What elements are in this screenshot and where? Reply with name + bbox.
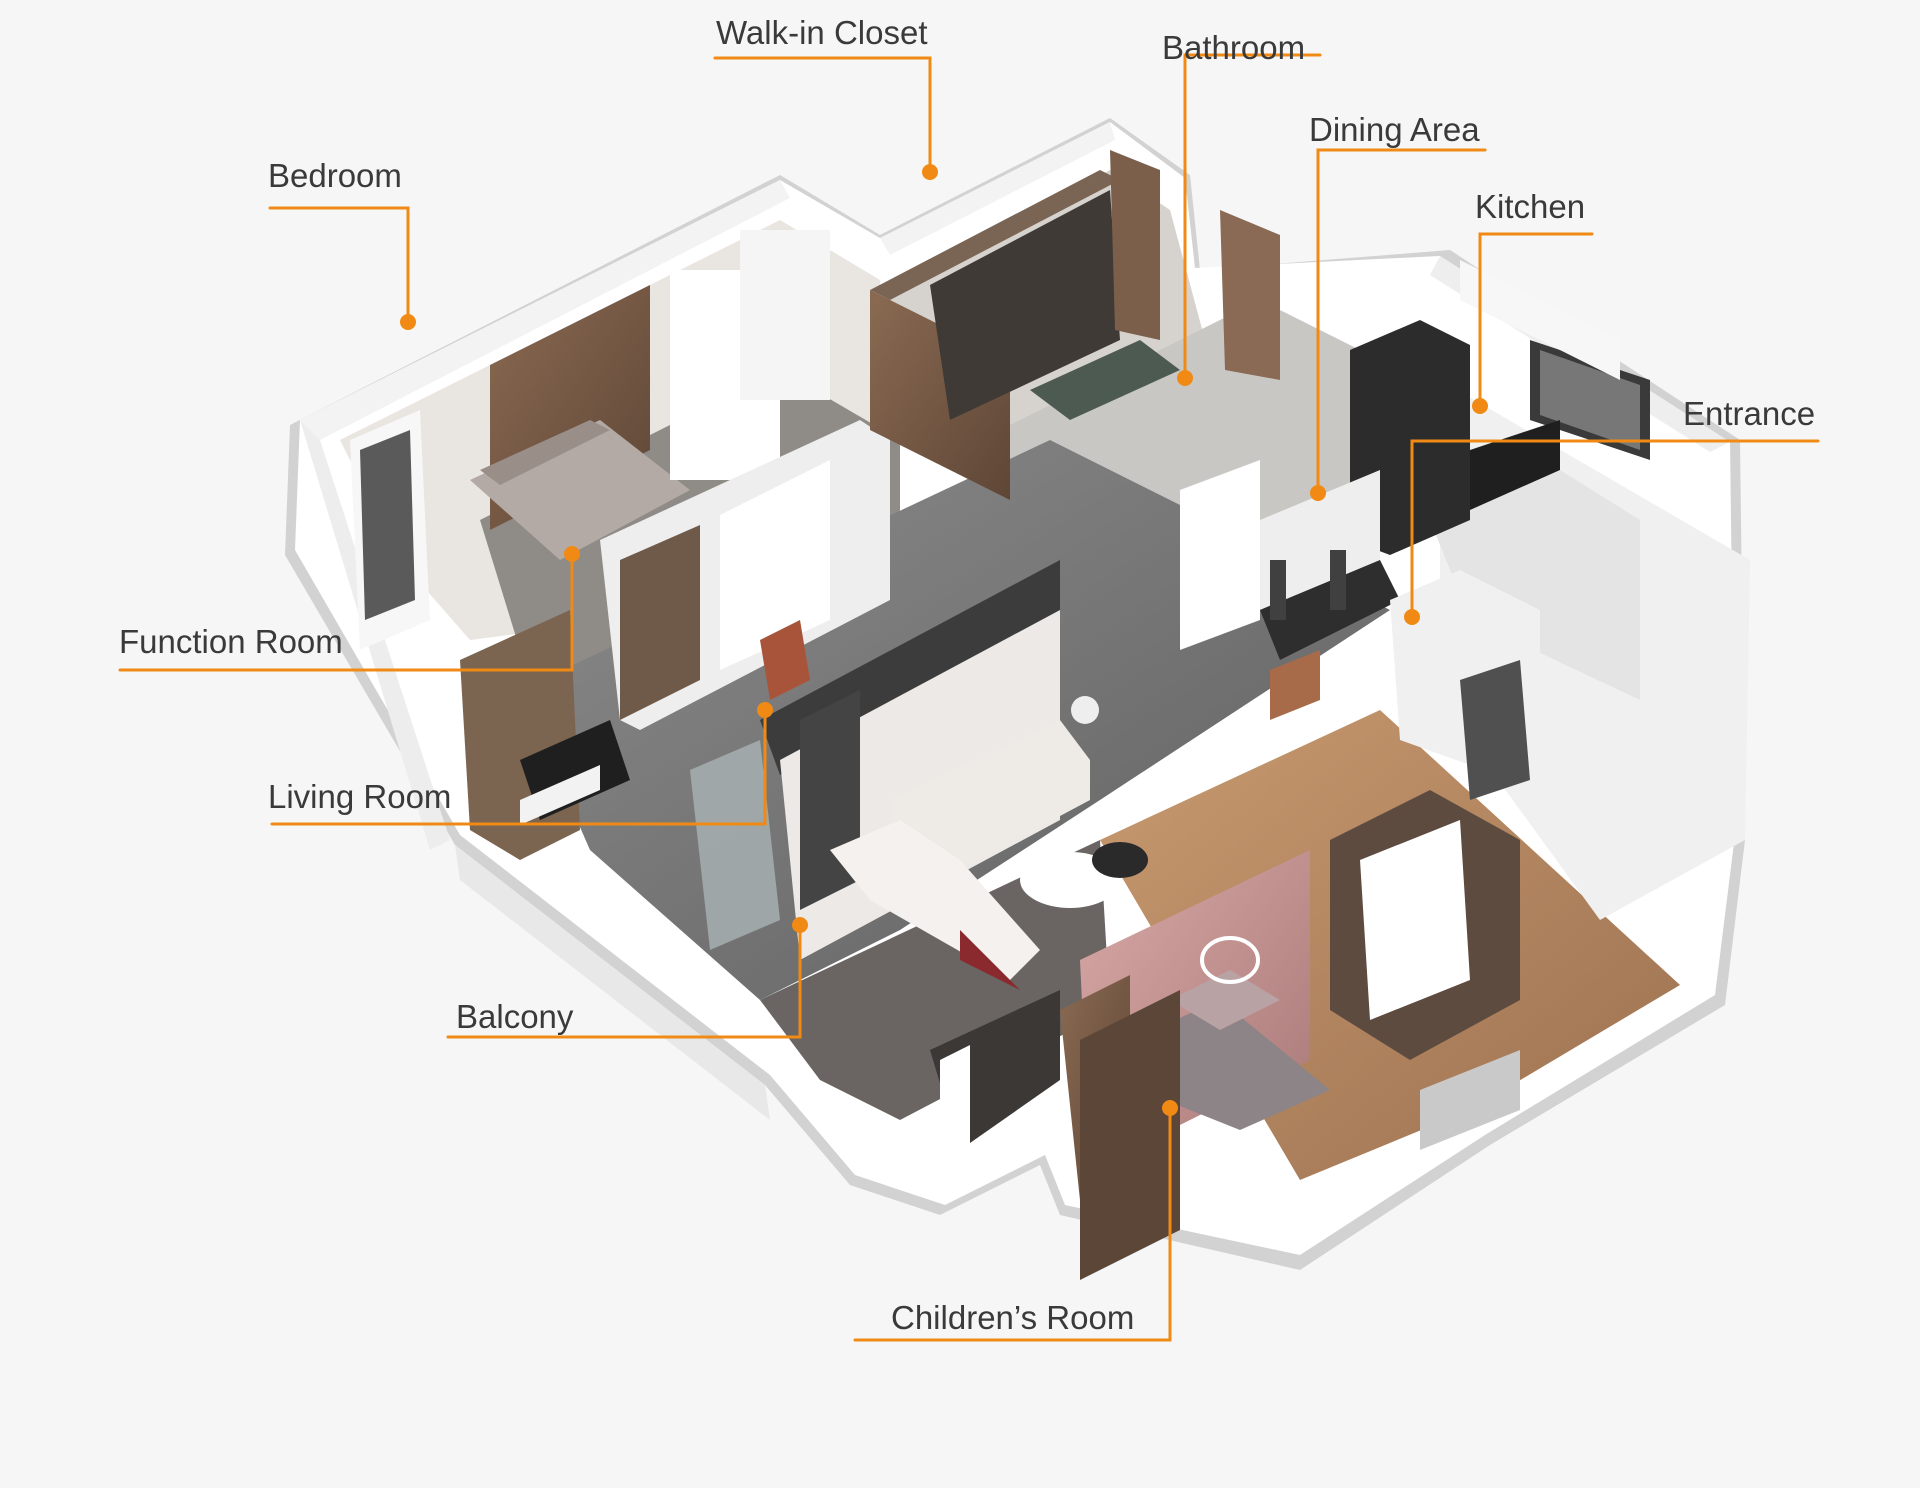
label-bathroom: Bathroom: [1162, 29, 1306, 66]
function-room-area: [460, 610, 810, 860]
childrens-room-area: [1060, 790, 1520, 1280]
callout-dot-walk-in-closet: [922, 164, 938, 180]
label-balcony: Balcony: [456, 998, 574, 1035]
callout-dot-dining-area: [1310, 485, 1326, 501]
callout-dot-childrens-room: [1162, 1100, 1178, 1116]
leader-line-bedroom: [268, 206, 410, 324]
callout-dot-living-room: [757, 702, 773, 718]
label-bedroom: Bedroom: [268, 157, 402, 194]
balcony-area: [930, 990, 1060, 1200]
leader-line-dining-area: [1316, 148, 1487, 495]
entrance-area: [1390, 570, 1540, 800]
label-function-room: Function Room: [119, 623, 343, 660]
callout-dot-function-room: [564, 546, 580, 562]
label-entrance: Entrance: [1683, 395, 1816, 432]
leader-line-childrens-room: [853, 1106, 1172, 1342]
callout-dot-bathroom: [1177, 370, 1193, 386]
label-kitchen: Kitchen: [1475, 188, 1586, 225]
callout-dot-entrance: [1404, 609, 1420, 625]
label-dining-area: Dining Area: [1309, 111, 1480, 148]
leader-line-living-room: [270, 708, 767, 826]
callout-dot-bedroom: [400, 314, 416, 330]
walk-in-closet-area: [870, 150, 1280, 500]
leader-line-bathroom: [1183, 53, 1322, 380]
label-living-room: Living Room: [268, 778, 452, 815]
leader-line-balcony: [446, 923, 802, 1039]
label-childrens-room: Children’s Room: [891, 1299, 1135, 1336]
callout-dot-balcony: [792, 917, 808, 933]
leader-lines: [118, 53, 1820, 1342]
callout-dot-kitchen: [1472, 398, 1488, 414]
leader-line-walk-in-closet: [713, 56, 932, 174]
callout-dots: [400, 164, 1488, 1116]
label-walk-in-closet: Walk-in Closet: [716, 14, 928, 51]
leader-line-function-room: [118, 552, 574, 672]
living-room-area: [690, 560, 1148, 990]
dining-area: [1180, 460, 1400, 720]
leader-line-entrance: [1410, 439, 1820, 619]
bedroom-area: [350, 230, 890, 730]
leader-line-kitchen: [1478, 232, 1594, 408]
